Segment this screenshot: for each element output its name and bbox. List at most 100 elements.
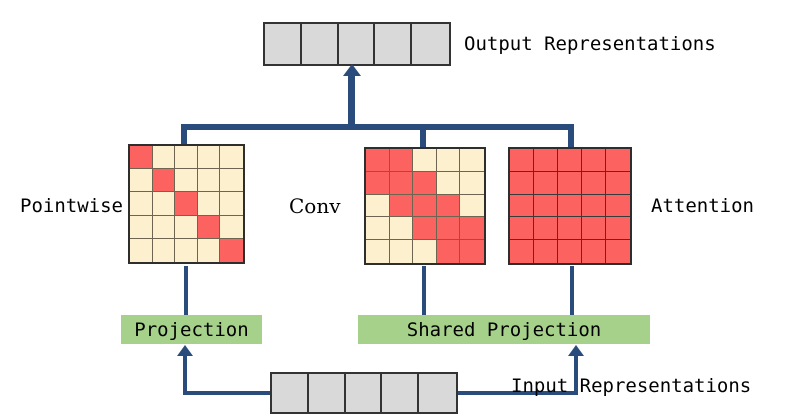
matrix-cell bbox=[558, 149, 582, 172]
feed-left-vertical bbox=[183, 356, 187, 393]
matrix-cell bbox=[366, 149, 390, 172]
matrix-cell bbox=[436, 217, 461, 241]
output-token-cell bbox=[375, 24, 413, 64]
matrix-cell bbox=[389, 194, 414, 218]
matrix-cell bbox=[175, 215, 198, 239]
matrix-cell bbox=[534, 240, 558, 263]
matrix-cell bbox=[606, 194, 630, 218]
merge-stub-attention bbox=[568, 124, 574, 149]
matrix-cell bbox=[606, 149, 630, 172]
matrix-cell bbox=[220, 215, 243, 239]
matrix-cell bbox=[413, 194, 437, 218]
shared-projection-box[interactable]: Shared Projection bbox=[358, 315, 650, 344]
output-token-cell bbox=[265, 24, 302, 64]
matrix-cell bbox=[558, 240, 582, 263]
matrix-cell bbox=[389, 149, 414, 172]
matrix-cell bbox=[220, 192, 243, 216]
matrix-cell bbox=[220, 146, 243, 170]
input-token-cell bbox=[419, 374, 457, 412]
merge-stub-pointwise bbox=[181, 124, 187, 146]
output-token-cell bbox=[412, 24, 450, 64]
matrix-cell bbox=[152, 146, 176, 170]
matrix-cell bbox=[534, 171, 558, 195]
matrix-cell bbox=[510, 171, 534, 195]
matrix-label-pointwise: Pointwise bbox=[20, 195, 123, 217]
matrix-cell bbox=[582, 171, 606, 195]
matrix-cell bbox=[436, 194, 461, 218]
riser-shared-to-conv bbox=[422, 266, 426, 316]
matrix-cell bbox=[366, 194, 390, 218]
matrix-cell bbox=[130, 192, 153, 216]
riser-shared-to-attention bbox=[570, 266, 574, 316]
matrix-cell bbox=[175, 238, 198, 262]
shared-projection-arrowhead-icon bbox=[568, 345, 584, 356]
riser-projection-to-pointwise bbox=[184, 266, 188, 316]
matrix-cell bbox=[558, 171, 582, 195]
matrix-cell bbox=[152, 192, 176, 216]
matrix-cell bbox=[606, 217, 630, 241]
input-representations-row bbox=[270, 372, 458, 414]
feed-left-horizontal bbox=[183, 391, 273, 395]
merge-bus-riser bbox=[348, 76, 355, 128]
matrix-cell bbox=[152, 215, 176, 239]
output-arrowhead-icon bbox=[343, 64, 361, 76]
matrix-cell bbox=[366, 240, 390, 263]
matrix-cell bbox=[534, 194, 558, 218]
input-token-cell bbox=[382, 374, 420, 412]
matrix-cell bbox=[582, 194, 606, 218]
output-representations-label: Output Representations bbox=[464, 33, 716, 55]
output-token-cell bbox=[338, 24, 376, 64]
matrix-cell bbox=[460, 149, 484, 172]
matrix-cell bbox=[460, 171, 484, 195]
matrix-cell bbox=[220, 169, 243, 193]
matrix-cell bbox=[413, 217, 437, 241]
feed-right-vertical bbox=[574, 356, 578, 393]
matrix-cell bbox=[366, 217, 390, 241]
matrix-cell bbox=[413, 240, 437, 263]
matrix-cell bbox=[436, 149, 461, 172]
projection-box[interactable]: Projection bbox=[121, 315, 262, 344]
matrix-cell bbox=[197, 169, 221, 193]
matrix-cell bbox=[389, 217, 414, 241]
matrix-cell bbox=[460, 194, 484, 218]
input-token-cell bbox=[272, 374, 309, 412]
matrix-cell bbox=[606, 171, 630, 195]
matrix-cell bbox=[175, 169, 198, 193]
matrix-conv bbox=[364, 147, 486, 265]
matrix-cell bbox=[130, 146, 153, 170]
matrix-cell bbox=[197, 192, 221, 216]
matrix-cell bbox=[197, 146, 221, 170]
matrix-cell bbox=[152, 169, 176, 193]
matrix-cell bbox=[606, 240, 630, 263]
matrix-cell bbox=[510, 217, 534, 241]
matrix-cell bbox=[389, 240, 414, 263]
matrix-label-conv: Conv bbox=[289, 194, 341, 218]
matrix-cell bbox=[460, 240, 484, 263]
matrix-cell bbox=[197, 215, 221, 239]
matrix-label-attention: Attention bbox=[651, 195, 754, 217]
matrix-cell bbox=[175, 146, 198, 170]
matrix-cell bbox=[460, 217, 484, 241]
matrix-cell bbox=[534, 217, 558, 241]
matrix-cell bbox=[510, 240, 534, 263]
matrix-cell bbox=[130, 169, 153, 193]
matrix-cell bbox=[152, 238, 176, 262]
matrix-cell bbox=[582, 217, 606, 241]
matrix-cell bbox=[510, 194, 534, 218]
matrix-cell bbox=[366, 171, 390, 195]
output-token-cell bbox=[301, 24, 339, 64]
input-representations-label: Input Representations bbox=[511, 375, 752, 397]
feed-right-horizontal bbox=[456, 391, 578, 395]
input-token-cell bbox=[345, 374, 383, 412]
matrix-cell bbox=[436, 171, 461, 195]
matrix-cell bbox=[130, 238, 153, 262]
matrix-cell bbox=[220, 238, 243, 262]
matrix-cell bbox=[582, 240, 606, 263]
matrix-cell bbox=[558, 217, 582, 241]
matrix-cell bbox=[197, 238, 221, 262]
matrix-cell bbox=[558, 194, 582, 218]
matrix-attention bbox=[508, 147, 632, 265]
input-token-cell bbox=[308, 374, 346, 412]
matrix-cell bbox=[130, 215, 153, 239]
